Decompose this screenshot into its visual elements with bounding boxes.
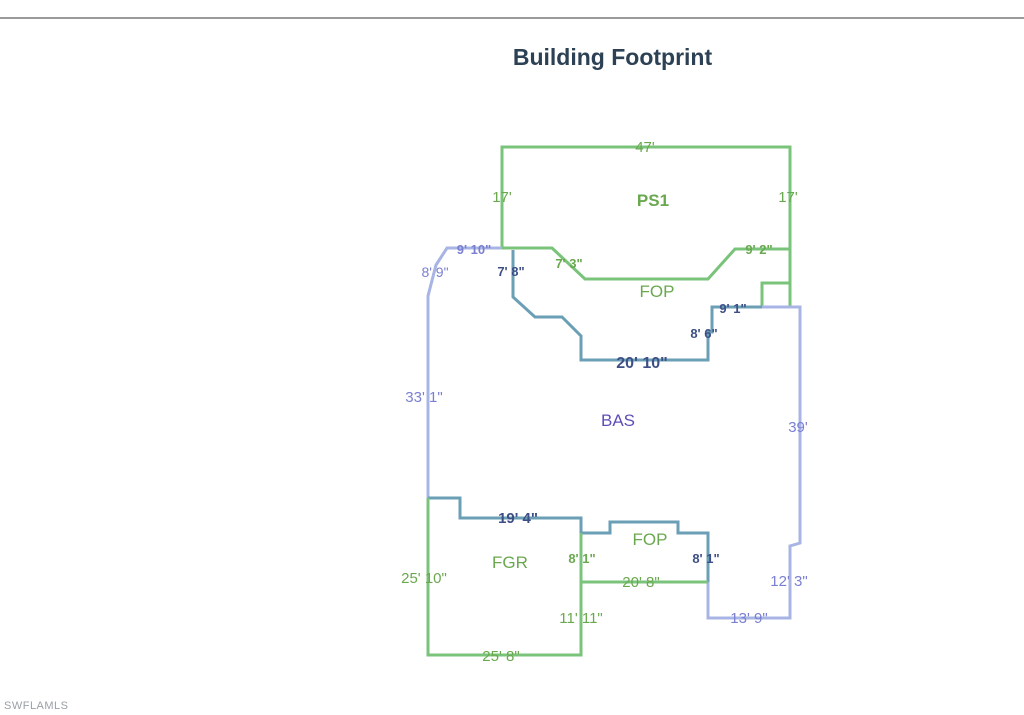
dim-fop-left-top: 9' 10" — [457, 242, 492, 257]
dim-bas-bottom-right: 13' 9" — [730, 610, 767, 627]
dim-fgr-right: 11' 11" — [559, 610, 603, 627]
dim-bas-notch-left: 7' 8" — [497, 264, 524, 279]
dim-fgr-left: 25' 10" — [401, 570, 447, 587]
area-label-fgr: FGR — [492, 553, 528, 572]
dim-bas-bottom-left: 19' 4" — [498, 510, 538, 527]
dim-bas-notch-right-side: 8' 6" — [690, 326, 717, 341]
area-label-bas: BAS — [601, 411, 635, 430]
area-label-fop-bottom: FOP — [633, 530, 668, 549]
dim-bas-right: 39' — [788, 419, 808, 436]
dim-fop-bottom-right: 8' 1" — [692, 551, 719, 566]
area-label-fop-top: FOP — [640, 282, 675, 301]
dim-ps1-right: 17' — [778, 189, 798, 206]
dim-fgr-bottom: 25' 8" — [482, 648, 519, 665]
dim-ps1-top: 47' — [635, 139, 655, 156]
dim-fop-right-angle: 9' 2" — [745, 242, 772, 257]
area-label-ps1: PS1 — [637, 191, 669, 210]
page-title: Building Footprint — [512, 44, 713, 70]
dim-bas-notch-right-top: 9' 1" — [719, 301, 746, 316]
bas-bottom-outline — [428, 496, 710, 582]
dim-ps1-left: 17' — [492, 189, 512, 206]
fgr-outline — [426, 498, 583, 657]
dim-fop-left-angle: 7' 3" — [555, 256, 582, 271]
dim-bas-angle-left: 8' 9" — [421, 264, 448, 280]
dim-fop-bottom-left: 8' 1" — [568, 551, 595, 566]
top-divider — [0, 17, 1024, 19]
fop-top-small-box — [760, 281, 790, 307]
dim-bas-right-lower: 12' 3" — [770, 573, 807, 590]
dim-bas-notch-bottom: 20' 10" — [616, 355, 667, 372]
fop-top-outline — [502, 246, 790, 281]
dim-fop-bottom-base: 20' 8" — [622, 574, 659, 591]
dim-bas-left: 33' 1" — [405, 389, 442, 406]
watermark: SWFLAMLS — [4, 700, 69, 712]
bas-notch-outline — [511, 250, 762, 362]
ps1-outline — [500, 145, 792, 307]
bas-outline — [426, 246, 502, 498]
bas-outline-right — [706, 305, 802, 620]
